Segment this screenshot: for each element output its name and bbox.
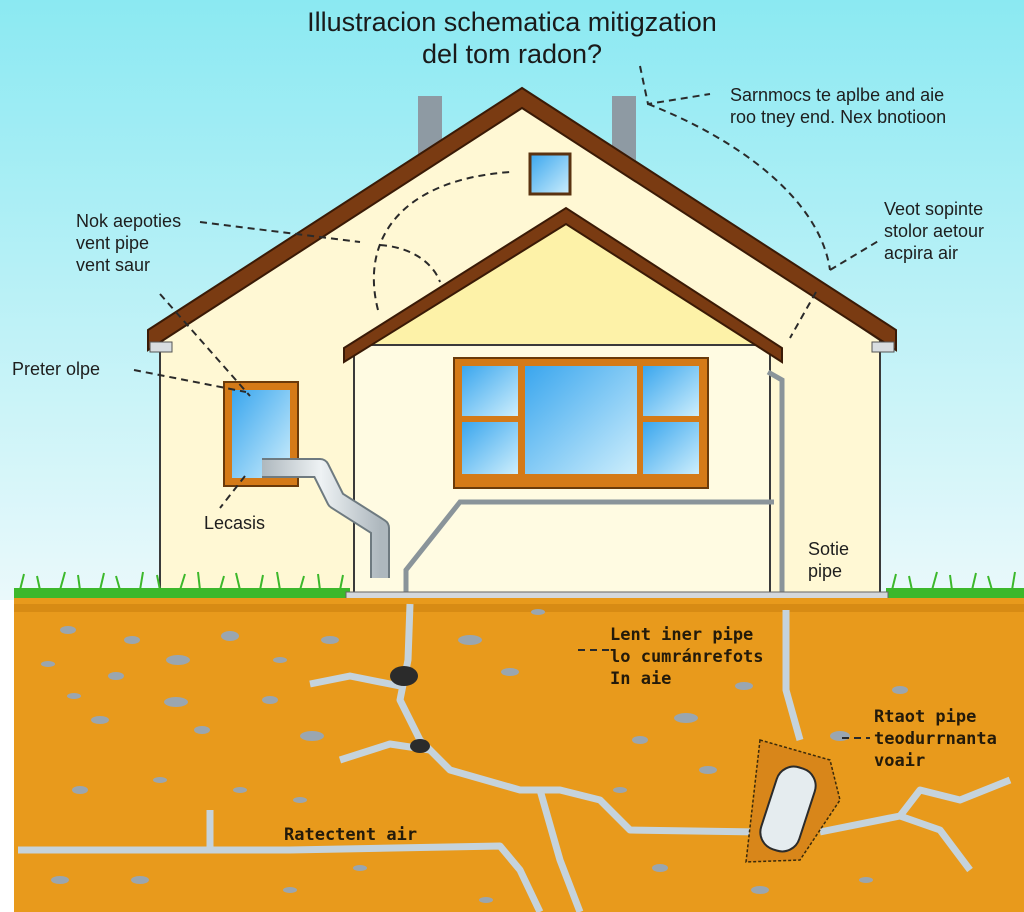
gutter-right: [871, 341, 895, 353]
main-roof: [147, 86, 897, 352]
suction-pit-upper: [390, 666, 418, 686]
label-upper-left: Nok aepoties vent pipe vent saur: [76, 211, 182, 275]
diagram-title: Illustracion schematica mitigzation del …: [307, 7, 717, 69]
label-soil-bottom: Ratectent air: [284, 825, 418, 845]
attic-window: [528, 152, 572, 196]
label-soil-right: Rtaot pipe teodurrnanta voair: [874, 707, 997, 771]
label-top-right: Sarnmocs te aplbe and aie roo tney end. …: [730, 85, 947, 127]
label-right-vent: Veot sopinte stolor aetour acpira air: [884, 199, 985, 263]
pebbles: [41, 609, 908, 903]
soil-canister: [745, 739, 841, 863]
label-pipe-left: Lecasis: [204, 513, 266, 533]
label-side-pipe: Sotie pipe: [808, 539, 850, 581]
soil: [14, 598, 1024, 912]
interior-vent-pipe: [403, 499, 774, 596]
label-left-window: Preter olpe: [12, 359, 101, 379]
front-roof: [343, 206, 783, 364]
gutter-left: [149, 341, 173, 353]
side-vent-pipe: [766, 369, 785, 596]
front-window: [453, 357, 709, 489]
suction-pit-lower: [410, 739, 430, 753]
grass-right: [886, 588, 1024, 598]
callout-lines: [133, 65, 881, 739]
label-soil-center: Lent iner pipe lo cumránrefots In aie: [610, 625, 764, 689]
front-gable: [370, 218, 760, 345]
grass-left: [14, 588, 350, 598]
